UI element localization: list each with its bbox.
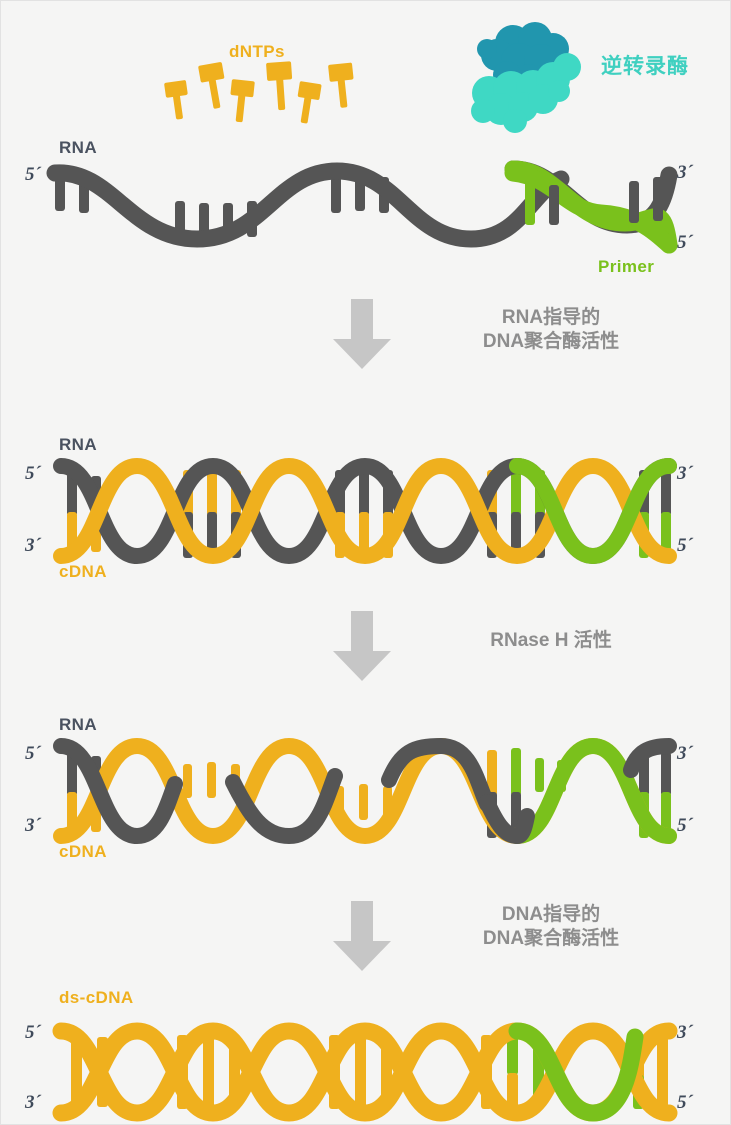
step-1-line-1: RNA指导的 [501,307,601,328]
panel2-cdna-label: cDNA [59,562,107,581]
dntp-molecule [230,79,255,123]
panel3-right-5prime: 5´ [677,815,693,836]
rna-template-backbone [46,162,570,248]
primer-segment [509,737,677,844]
step-2-line-1: RNase H 活性 [490,630,612,651]
panel4-dscdna-label: ds-cDNA [59,988,134,1007]
panel3-right-3prime: 3´ [677,743,693,764]
rna-fragment-3 [381,737,495,812]
panel1-strand-graphic [46,160,678,254]
rna-fragment-5 [623,738,677,778]
panel1-primer-label: Primer [598,257,655,276]
rna-fragment-4 [479,794,535,845]
step-arrow-2-icon [333,611,391,681]
panel-ds-cdna: ds-cDNA 5´ 3´ 3´ 5´ [1,988,730,1123]
panel2-duplex-graphic [1,458,677,565]
panel4-right-5prime: 5´ [677,1092,693,1113]
panel1-rna-label: RNA [59,138,98,157]
panel3-left-3prime: 3´ [25,815,41,836]
panel4-left-3prime: 3´ [25,1092,41,1113]
panel-rna-cdna-hybrid: RNA cDNA 5´ 3´ 3´ 5´ [1,435,730,581]
panel2-left-5prime: 5´ [25,463,41,484]
panel3-duplex-graphic [53,737,677,845]
panel4-left-5prime: 5´ [25,1022,41,1043]
dntp-molecule [198,62,225,109]
rna-fragment-2 [225,768,343,845]
step-1-label: RNA指导的 DNA聚合酶活性 [421,306,681,354]
panel1-right-5prime: 5´ [677,232,693,253]
dscdna-strand-b [52,1022,678,1122]
step-1-line-2: DNA聚合酶活性 [482,330,620,352]
panel2-left-3prime: 3´ [25,535,41,556]
primer-strand-lower [504,164,678,254]
panel1-right-3prime: 3´ [677,162,693,183]
step-2-label: RNase H 活性 [421,629,681,653]
panel2-right-3prime: 3´ [677,463,693,484]
panel3-left-5prime: 5´ [25,743,41,764]
primer-remnant [508,1022,644,1122]
step-3-line-2: DNA聚合酶活性 [482,927,620,949]
enzyme-label: 逆转录酶 [601,55,689,78]
dntp-molecule [297,81,322,124]
dntp-molecule [328,62,354,108]
reverse-transcriptase-enzyme-icon [471,22,581,133]
step-arrow-1-icon [333,299,391,369]
panel-rnase-h-digested: RNA cDNA 5´ 3´ 3´ 5´ [1,715,730,861]
panel2-right-5prime: 5´ [677,535,693,556]
dntp-molecule [164,80,188,120]
panel4-duplex-graphic [52,1022,678,1122]
panel3-rna-label: RNA [59,715,98,734]
panel2-rna-label: RNA [59,435,98,454]
panel1-left-5prime: 5´ [25,164,41,185]
step-3-line-1: DNA指导的 [501,904,601,925]
step-3-label: DNA指导的 DNA聚合酶活性 [421,903,681,951]
panel-rna-template: RNA 5´ 3´ 5´ Primer [1,138,730,281]
panel3-cdna-label: cDNA [59,842,107,861]
dntp-molecule [266,61,293,111]
panel4-right-3prime: 3´ [677,1022,693,1043]
dntps-molecules-group [164,61,354,124]
dntps-label: dNTPs [229,42,285,61]
step-arrow-3-icon [333,901,391,971]
primer-segment [509,458,677,565]
rna-fragment-1 [53,738,183,845]
